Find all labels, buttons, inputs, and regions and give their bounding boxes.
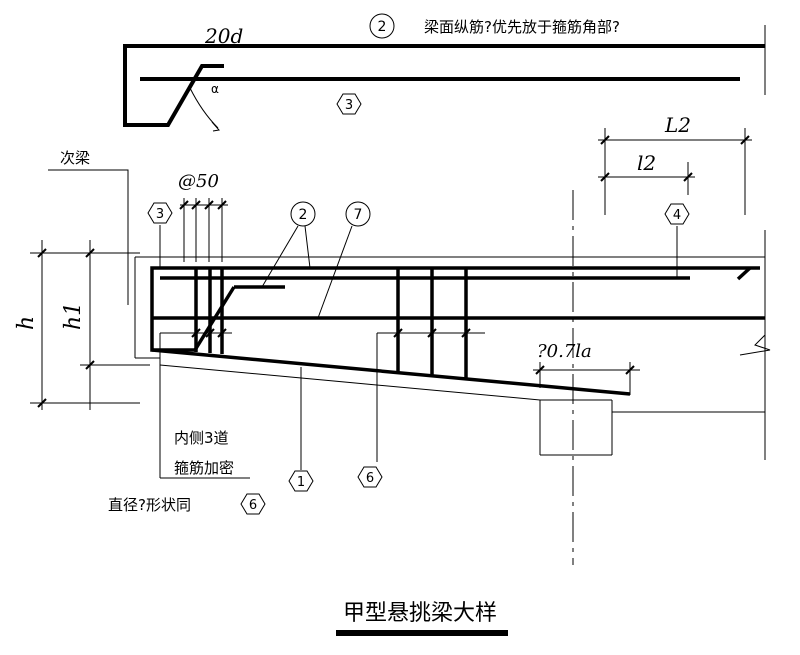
marker-3: 3 bbox=[147, 202, 173, 268]
dimension-L2: L2 bbox=[598, 113, 752, 215]
marker-7: 7 bbox=[317, 201, 371, 319]
label-20d: 20d bbox=[204, 24, 243, 48]
top-hook bbox=[736, 266, 752, 281]
spacing-dimension: @50 bbox=[178, 171, 228, 262]
svg-text:?0.7la: ?0.7la bbox=[537, 341, 592, 362]
svg-text:1: 1 bbox=[297, 475, 305, 490]
dimension-l2: l2 bbox=[598, 151, 695, 195]
marker-2-top: 2 bbox=[369, 13, 395, 39]
marker-3-top: 3 bbox=[336, 93, 362, 115]
drawing-title: 甲型悬挑梁大样 bbox=[343, 601, 497, 626]
anchor-dimension: ?0.7la bbox=[533, 341, 640, 395]
dimension-h: h bbox=[14, 240, 140, 410]
end-stirrup-bar bbox=[150, 266, 760, 352]
stirrup-6-dimension bbox=[376, 328, 485, 462]
marker-4: 4 bbox=[664, 203, 690, 278]
marker-1: 1 bbox=[288, 367, 314, 492]
marker-6-left: 6 bbox=[240, 493, 266, 515]
inner-stirrup-note-2: 箍筋加密 bbox=[174, 459, 234, 477]
bottom-bar-1 bbox=[151, 348, 631, 396]
inner-stirrup-dimension bbox=[159, 328, 232, 478]
title-underline bbox=[336, 630, 508, 636]
angle-arrow bbox=[211, 121, 220, 132]
svg-text:6: 6 bbox=[366, 471, 374, 486]
svg-text:4: 4 bbox=[673, 208, 681, 223]
svg-text:3: 3 bbox=[156, 207, 164, 222]
svg-text:h: h bbox=[14, 316, 39, 330]
svg-text:l2: l2 bbox=[637, 151, 656, 175]
svg-text:h1: h1 bbox=[61, 302, 86, 330]
secondary-beam-callout: 次梁 bbox=[48, 149, 129, 305]
svg-text:次梁: 次梁 bbox=[60, 149, 90, 167]
break-line bbox=[739, 334, 771, 356]
diameter-note: 直径?形状同 bbox=[108, 496, 191, 514]
beam-outline bbox=[134, 256, 765, 456]
marker-2: 2 bbox=[261, 201, 316, 288]
svg-text:6: 6 bbox=[249, 498, 257, 513]
top-bar-detail: 20d 2 梁面纵筋?优先放于箍筋角部? 3 α bbox=[123, 13, 766, 132]
inner-stirrup-note-1: 内侧3道 bbox=[174, 429, 229, 447]
dimension-h1: h1 bbox=[61, 240, 150, 410]
svg-text:2: 2 bbox=[299, 207, 308, 223]
svg-text:3: 3 bbox=[345, 98, 353, 113]
rebar-group bbox=[150, 266, 765, 396]
marker-6-right: 6 bbox=[357, 466, 383, 488]
svg-text:2: 2 bbox=[378, 19, 387, 35]
svg-text:L2: L2 bbox=[664, 113, 691, 137]
svg-text:@50: @50 bbox=[178, 171, 219, 192]
top-bar-outline bbox=[123, 44, 765, 127]
top-note: 梁面纵筋?优先放于箍筋角部? bbox=[424, 18, 620, 36]
angle-mark: α bbox=[211, 82, 219, 96]
svg-text:7: 7 bbox=[354, 207, 363, 223]
